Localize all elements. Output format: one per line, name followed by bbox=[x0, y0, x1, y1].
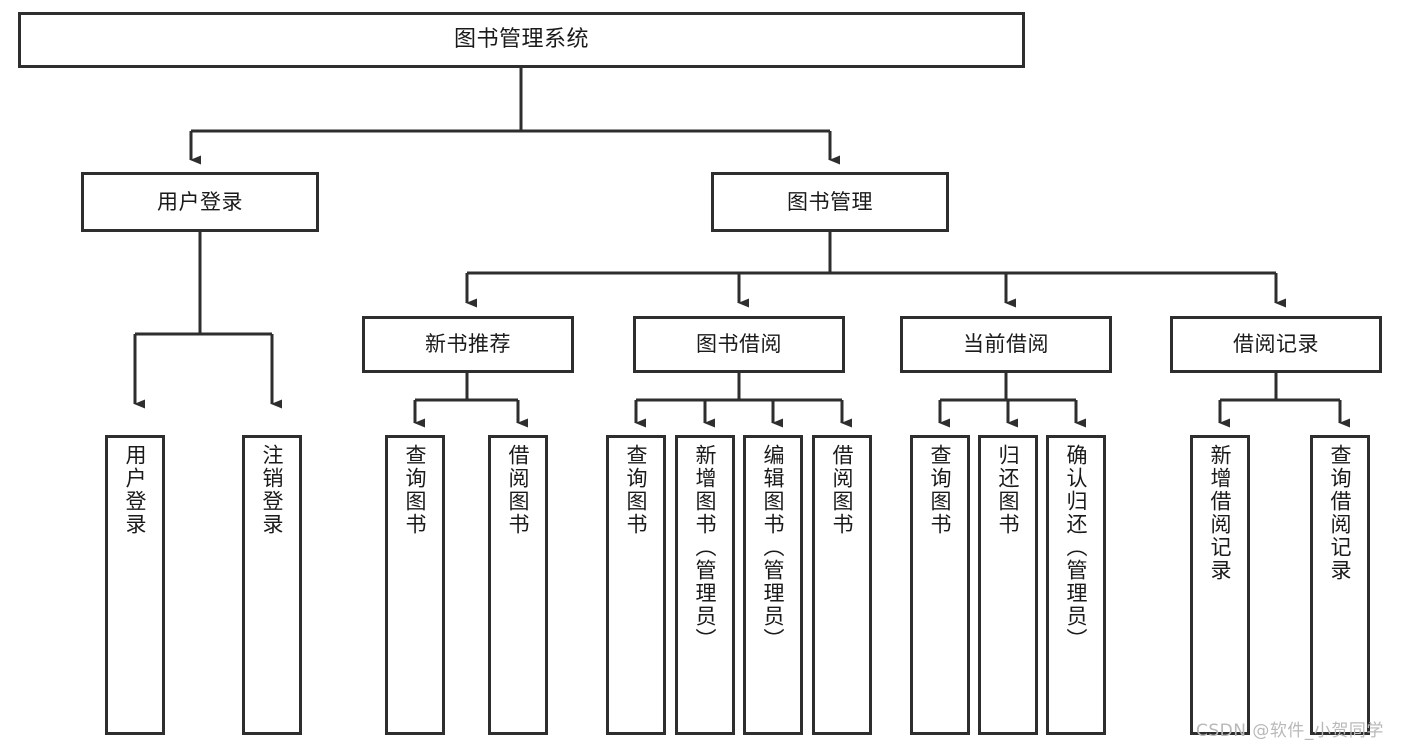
node-leaf-add-record[interactable]: 新增借阅记录 bbox=[1190, 435, 1250, 735]
node-new-book-recommend[interactable]: 新书推荐 bbox=[362, 316, 574, 373]
node-current-borrow-label: 当前借阅 bbox=[963, 332, 1049, 357]
node-leaf-borrow-book-2[interactable]: 借阅图书 bbox=[812, 435, 872, 735]
node-leaf-query-record[interactable]: 查询借阅记录 bbox=[1310, 435, 1370, 735]
node-leaf-query-book-2[interactable]: 查询图书 bbox=[606, 435, 666, 735]
node-leaf-edit-book-label: 编辑图书（管理员） bbox=[761, 444, 786, 651]
node-leaf-return-book-label: 归还图书 bbox=[996, 444, 1021, 536]
node-leaf-confirm-return-label: 确认归还（管理员） bbox=[1064, 444, 1089, 651]
node-leaf-borrow-book-2-label: 借阅图书 bbox=[830, 444, 855, 536]
node-book-borrow[interactable]: 图书借阅 bbox=[633, 316, 845, 373]
node-leaf-user-login[interactable]: 用户登录 bbox=[105, 435, 165, 735]
node-leaf-query-book-1[interactable]: 查询图书 bbox=[385, 435, 445, 735]
node-leaf-add-record-label: 新增借阅记录 bbox=[1208, 444, 1233, 582]
node-new-book-recommend-label: 新书推荐 bbox=[425, 332, 511, 357]
node-leaf-add-book[interactable]: 新增图书（管理员） bbox=[675, 435, 735, 735]
node-leaf-add-book-label: 新增图书（管理员） bbox=[693, 444, 718, 651]
node-root-book-management-system[interactable]: 图书管理系统 bbox=[18, 12, 1025, 68]
node-leaf-return-book[interactable]: 归还图书 bbox=[978, 435, 1038, 735]
node-leaf-query-book-1-label: 查询图书 bbox=[403, 444, 428, 536]
node-leaf-confirm-return[interactable]: 确认归还（管理员） bbox=[1046, 435, 1106, 735]
node-user-login-label: 用户登录 bbox=[157, 189, 243, 214]
node-current-borrow[interactable]: 当前借阅 bbox=[900, 316, 1112, 373]
node-book-management-label: 图书管理 bbox=[787, 189, 873, 214]
node-user-login[interactable]: 用户登录 bbox=[81, 172, 319, 232]
node-leaf-edit-book[interactable]: 编辑图书（管理员） bbox=[743, 435, 803, 735]
node-book-management[interactable]: 图书管理 bbox=[711, 172, 949, 232]
node-leaf-user-login-label: 用户登录 bbox=[123, 444, 148, 536]
node-leaf-query-record-label: 查询借阅记录 bbox=[1328, 444, 1353, 582]
node-borrow-record-label: 借阅记录 bbox=[1233, 332, 1319, 357]
node-book-borrow-label: 图书借阅 bbox=[696, 332, 782, 357]
node-root-label: 图书管理系统 bbox=[453, 27, 589, 53]
node-leaf-borrow-book-1[interactable]: 借阅图书 bbox=[488, 435, 548, 735]
node-leaf-user-logout[interactable]: 注销登录 bbox=[242, 435, 302, 735]
node-leaf-user-logout-label: 注销登录 bbox=[260, 444, 285, 536]
node-leaf-query-book-2-label: 查询图书 bbox=[624, 444, 649, 536]
csdn-watermark: CSDN @软件_小贺同学 bbox=[1196, 721, 1384, 741]
node-leaf-query-book-3[interactable]: 查询图书 bbox=[910, 435, 970, 735]
node-leaf-borrow-book-1-label: 借阅图书 bbox=[506, 444, 531, 536]
node-borrow-record[interactable]: 借阅记录 bbox=[1170, 316, 1382, 373]
node-leaf-query-book-3-label: 查询图书 bbox=[928, 444, 953, 536]
